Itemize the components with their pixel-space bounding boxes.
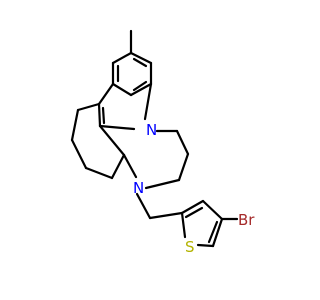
sulfur-label: S — [185, 238, 195, 256]
bond — [201, 199, 224, 221]
bond — [184, 206, 204, 219]
molecule-structure: N N S Br — [70, 29, 255, 256]
bond — [180, 199, 205, 215]
bromine-label: Br — [238, 211, 255, 229]
nitrogen-amine-label: N — [133, 179, 144, 197]
bond — [132, 80, 148, 92]
bond — [70, 108, 80, 142]
bond — [177, 152, 190, 182]
bond — [148, 211, 184, 220]
bond — [122, 153, 138, 179]
bond — [98, 124, 126, 157]
bond — [110, 153, 126, 180]
bond — [129, 82, 153, 97]
bond — [207, 220, 219, 244]
bond — [101, 106, 106, 125]
bond — [98, 124, 136, 131]
nitrogen-indole-label: N — [146, 121, 157, 139]
bond — [175, 129, 190, 156]
bond — [111, 82, 133, 97]
bond — [144, 178, 181, 190]
bond — [132, 57, 148, 68]
atom-label-layer: N N S Br — [133, 121, 255, 256]
bond — [97, 82, 115, 106]
bond — [143, 82, 153, 121]
structure-canvas: N N S Br — [70, 29, 255, 256]
bond — [180, 211, 187, 239]
bond — [211, 217, 224, 248]
bond — [84, 166, 114, 180]
bond — [196, 243, 215, 248]
bond — [97, 102, 102, 128]
bond — [111, 51, 133, 65]
bond — [70, 138, 88, 170]
bond — [135, 192, 152, 220]
bond — [76, 102, 101, 112]
bond-layer — [70, 29, 239, 248]
bond — [129, 51, 153, 65]
